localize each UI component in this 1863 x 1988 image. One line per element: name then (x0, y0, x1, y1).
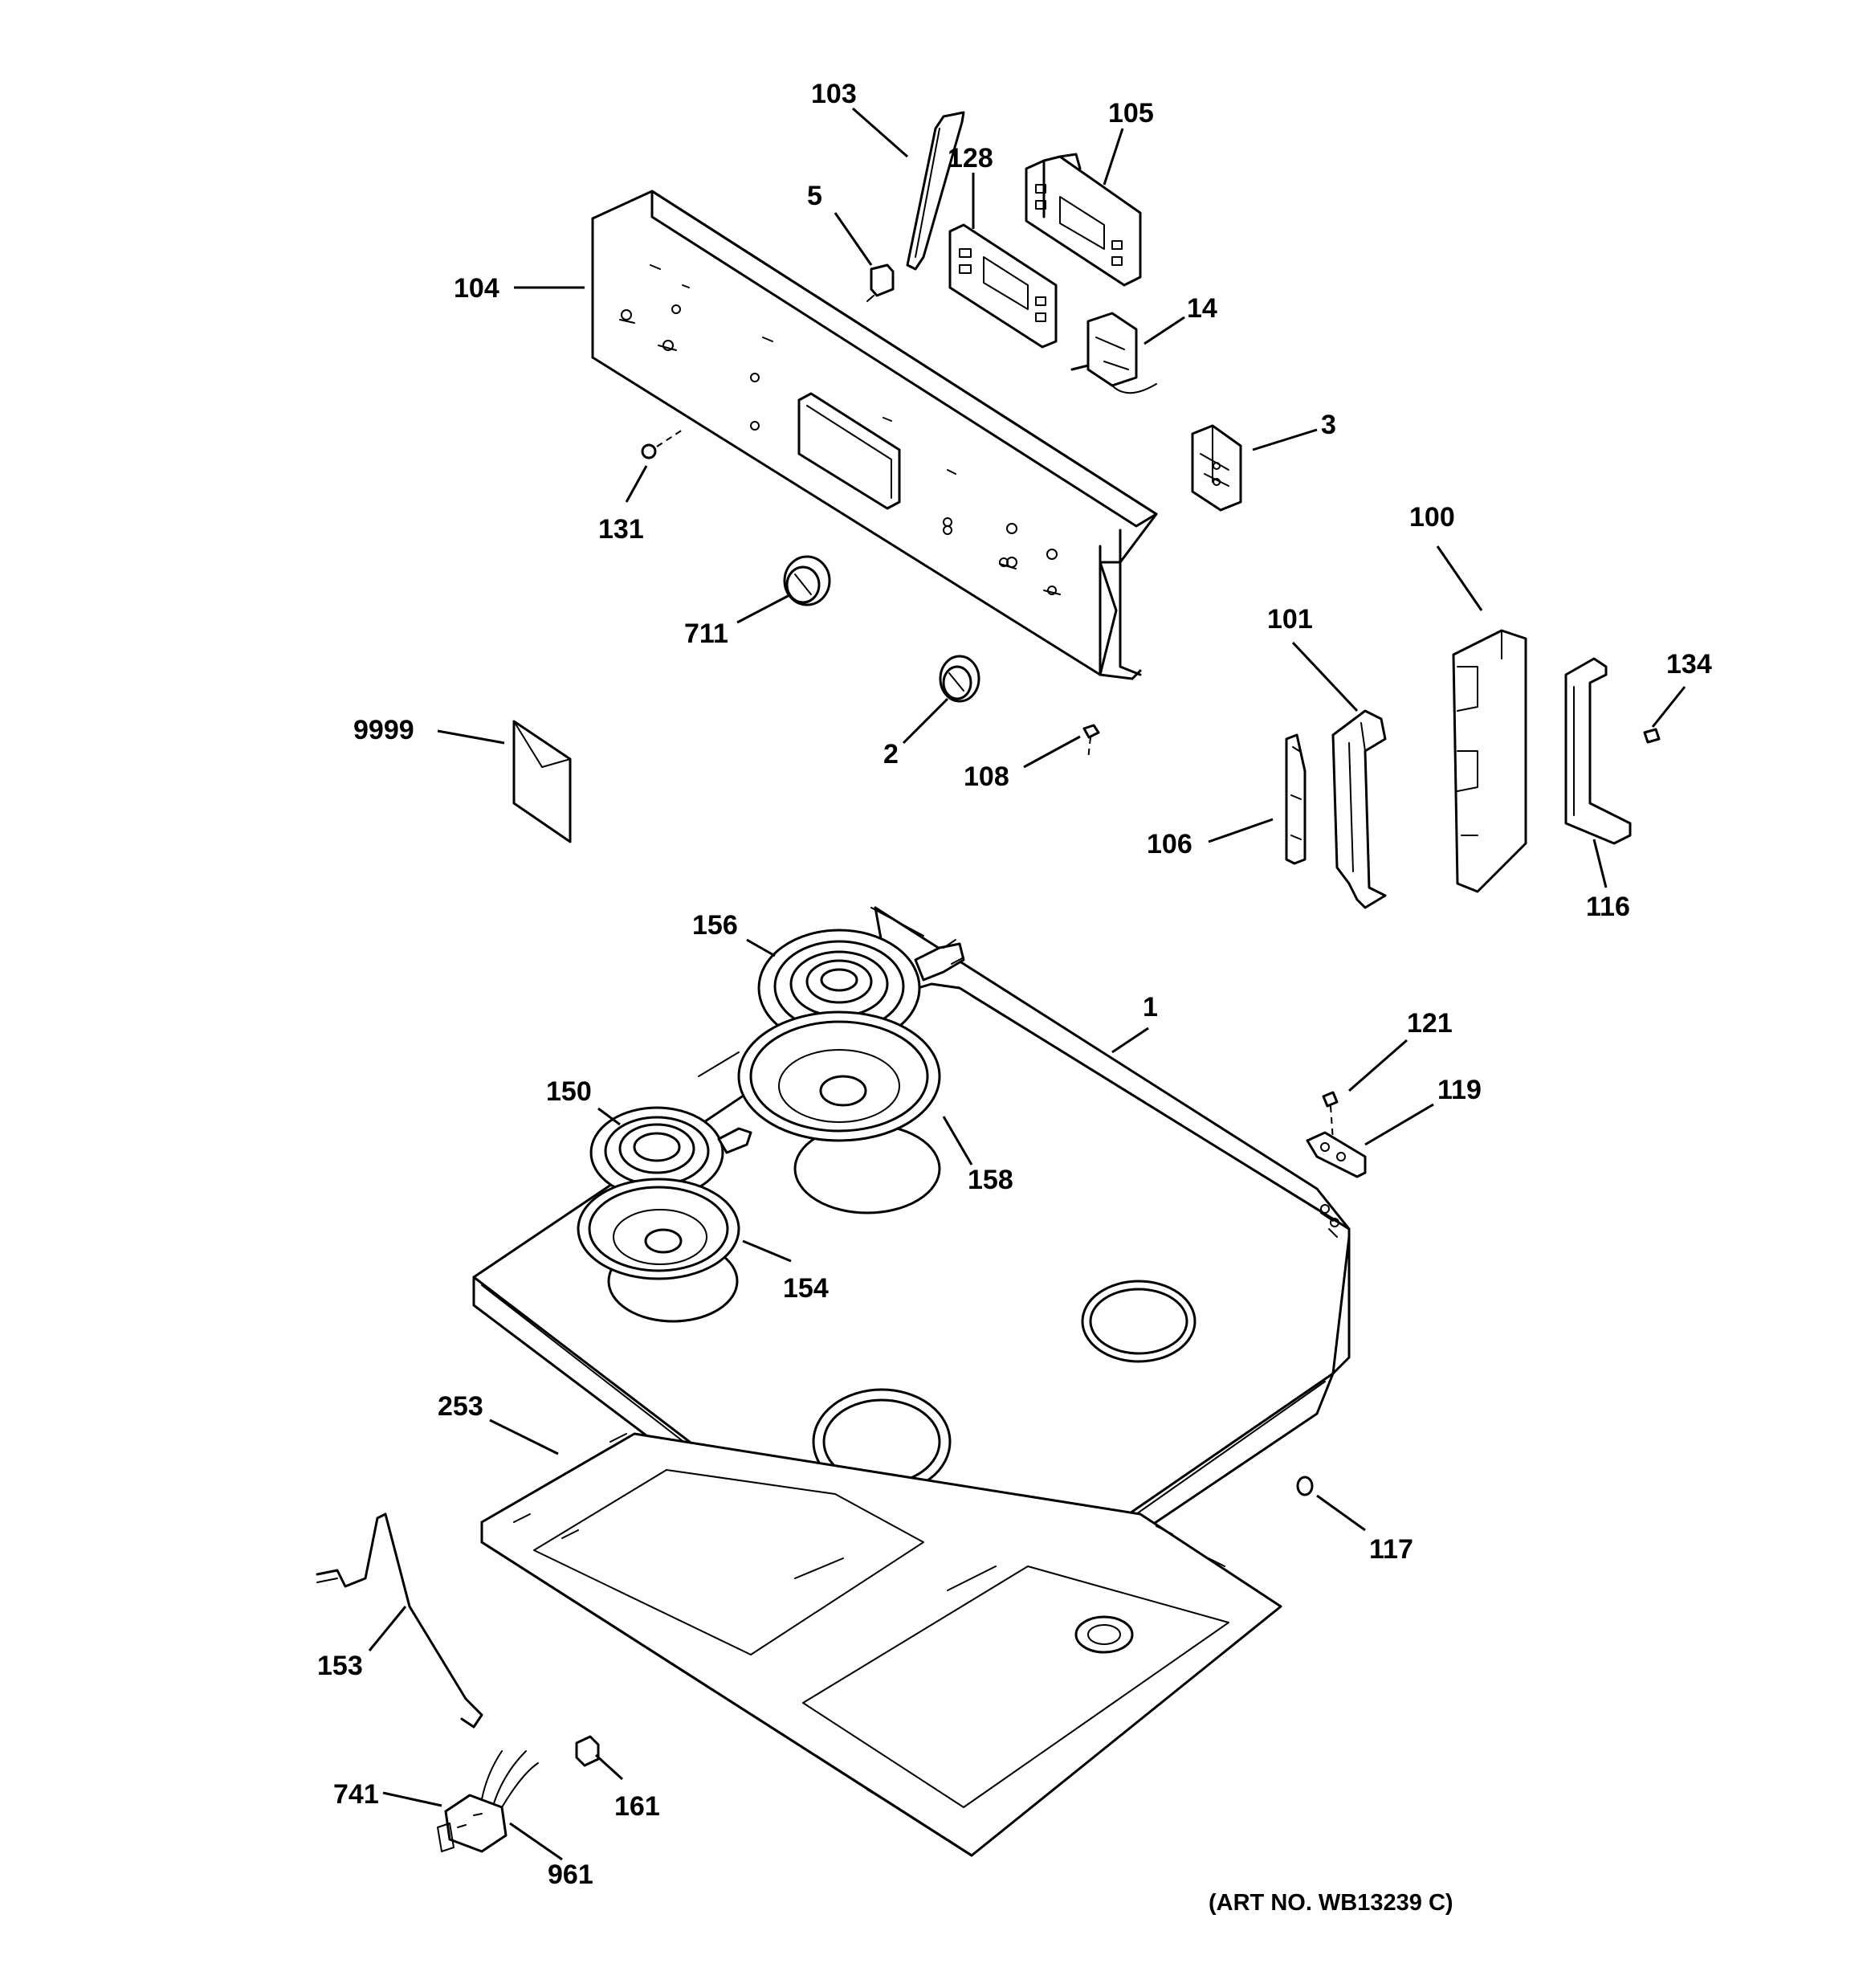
part-5-switch (866, 263, 895, 302)
callout-104: 104 (454, 273, 499, 304)
part-128-overlay (948, 223, 1058, 349)
callout-100: 100 (1409, 502, 1455, 533)
part-961-wires (481, 1750, 539, 1808)
callout-106: 106 (1147, 829, 1192, 859)
part-14-infinite-switch (1070, 312, 1157, 394)
callout-150: 150 (546, 1076, 592, 1107)
callout-121: 121 (1407, 1008, 1453, 1039)
part-153-rod (316, 1512, 483, 1729)
callout-117: 117 (1369, 1534, 1413, 1565)
callout-156: 156 (692, 910, 738, 941)
part-105-clock (1025, 153, 1142, 287)
callout-labels: 103 105 128 5 104 14 3 131 100 101 711 1… (317, 79, 1712, 1916)
part-131-screw (641, 429, 683, 459)
callout-5: 5 (807, 181, 822, 211)
callout-1: 1 (1143, 992, 1158, 1023)
part-154-small-drip-pan (577, 1178, 740, 1280)
callout-711: 711 (684, 618, 728, 649)
leader-lines (368, 107, 1686, 1861)
callout-741: 741 (333, 1779, 379, 1810)
part-2-knob (939, 655, 980, 703)
callout-119: 119 (1437, 1075, 1482, 1105)
callout-134: 134 (1666, 649, 1712, 680)
part-134-screw (1643, 728, 1661, 744)
callout-253: 253 (438, 1391, 483, 1422)
part-158-large-drip-pan (737, 1010, 941, 1142)
callout-108: 108 (964, 761, 1009, 792)
part-741-terminal-block (437, 1794, 508, 1853)
part-119-bracket (1306, 1131, 1367, 1178)
part-103-bracket (906, 111, 965, 271)
callout-961: 961 (548, 1859, 593, 1890)
part-100-end-cap (1452, 629, 1527, 893)
part-117-clip (1296, 1476, 1314, 1496)
callout-153: 153 (317, 1651, 363, 1681)
part-101-bracket (1331, 709, 1387, 909)
callout-105: 105 (1108, 98, 1154, 129)
callout-158: 158 (968, 1165, 1013, 1195)
part-150-small-element (589, 1106, 752, 1199)
part-121-screw (1322, 1091, 1339, 1141)
callout-14: 14 (1187, 293, 1217, 324)
callout-9999: 9999 (353, 715, 414, 745)
part-253-burner-box (480, 1432, 1282, 1857)
callout-116: 116 (1586, 892, 1630, 922)
callout-103: 103 (811, 79, 857, 109)
callout-3: 3 (1321, 410, 1336, 440)
callout-2: 2 (883, 739, 899, 769)
part-3-switch (1191, 424, 1242, 512)
part-9999-literature (512, 720, 572, 843)
part-104-control-panel (591, 190, 1158, 680)
callout-161: 161 (614, 1791, 660, 1822)
callout-131: 131 (598, 514, 644, 545)
part-116-end-cap (1564, 657, 1632, 845)
art-number: (ART NO. WB13239 C) (1209, 1890, 1453, 1916)
callout-128: 128 (948, 143, 993, 173)
part-161-clip (575, 1735, 600, 1767)
callout-101: 101 (1267, 604, 1313, 635)
callout-154: 154 (783, 1273, 829, 1304)
part-711-knob (783, 555, 831, 606)
part-108-screw (1082, 724, 1100, 760)
part-106-bracket (1285, 733, 1307, 865)
